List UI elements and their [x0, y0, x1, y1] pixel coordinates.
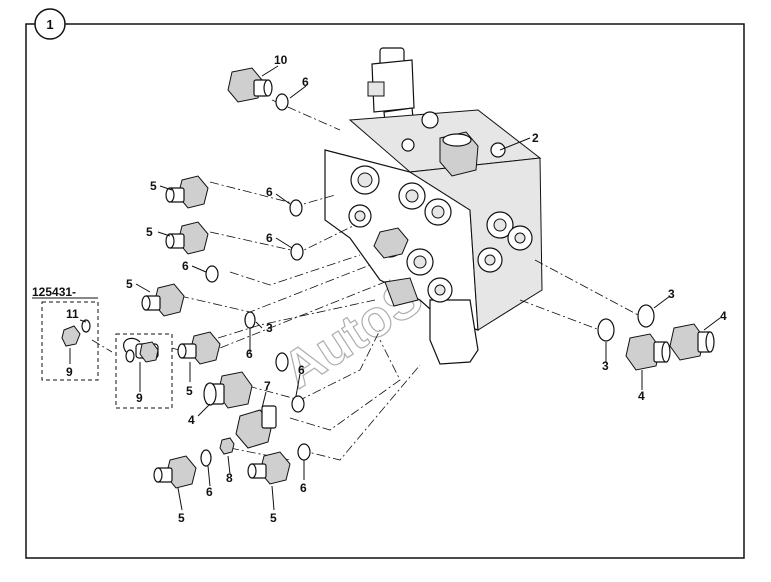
fitting-7 — [235, 405, 277, 449]
fitting-5-bottom-right — [247, 451, 291, 485]
seal-ring — [291, 395, 305, 413]
seal-ring — [275, 93, 289, 111]
view-number-badge: 1 — [34, 8, 66, 40]
fitting-5-row4 — [177, 331, 221, 365]
fitting-4-right-a — [625, 333, 671, 371]
callout-5: 5 — [186, 384, 193, 398]
fitting-5-row1 — [165, 175, 209, 209]
seal-ring — [290, 243, 304, 261]
fitting-5-row2 — [165, 221, 209, 255]
callout-6: 6 — [300, 481, 307, 495]
nut-8 — [219, 437, 235, 455]
callout-9: 9 — [136, 391, 143, 405]
leader-lines — [32, 65, 721, 511]
callout-4: 4 — [720, 309, 727, 323]
seal-ring — [637, 304, 655, 328]
callout-4: 4 — [638, 389, 645, 403]
callout-5: 5 — [150, 179, 157, 193]
callout-9: 9 — [66, 365, 73, 379]
callout-3: 3 — [602, 359, 609, 373]
callout-11: 11 — [66, 307, 79, 321]
callouts: 10 2 6 5 6 5 6 6 5 11 9 9 6 3 5 7 6 4 6 … — [32, 53, 727, 525]
variant-box-125431 — [41, 301, 99, 381]
variant-box-9 — [115, 333, 173, 409]
callout-6: 6 — [266, 231, 273, 245]
callout-2: 2 — [532, 131, 539, 145]
diagram-frame — [25, 23, 745, 559]
control-valve-block — [324, 47, 543, 365]
seal-ring — [205, 265, 219, 283]
callout-6: 6 — [266, 185, 273, 199]
callout-3: 3 — [668, 287, 675, 301]
callout-6: 6 — [298, 363, 305, 377]
callout-10: 10 — [274, 53, 288, 67]
callout-3: 3 — [266, 321, 273, 335]
fitting-10 — [227, 67, 273, 103]
seal-ring — [244, 311, 256, 329]
callout-5: 5 — [146, 225, 153, 239]
callout-5: 5 — [178, 511, 185, 525]
fitting-5-bottom-left — [153, 455, 197, 489]
assembly-lines — [91, 99, 641, 461]
callout-4: 4 — [188, 413, 195, 427]
seal-ring — [297, 443, 311, 461]
fitting-4-left — [203, 371, 253, 409]
callout-8: 8 — [226, 471, 233, 485]
callout-6: 6 — [246, 347, 253, 361]
view-number: 1 — [46, 17, 53, 32]
callout-6: 6 — [302, 75, 309, 89]
callout-5: 5 — [126, 277, 133, 291]
callout-5: 5 — [270, 511, 277, 525]
fitting-4-right-b — [669, 323, 715, 361]
seal-ring — [289, 199, 303, 217]
seal-ring — [597, 318, 615, 342]
callout-6: 6 — [206, 485, 213, 499]
fitting-5-row3 — [141, 283, 185, 317]
seal-ring — [275, 352, 289, 372]
callout-6: 6 — [182, 259, 189, 273]
seal-ring — [200, 449, 212, 467]
serial-note: 125431- — [32, 285, 76, 299]
callout-7: 7 — [264, 379, 271, 393]
